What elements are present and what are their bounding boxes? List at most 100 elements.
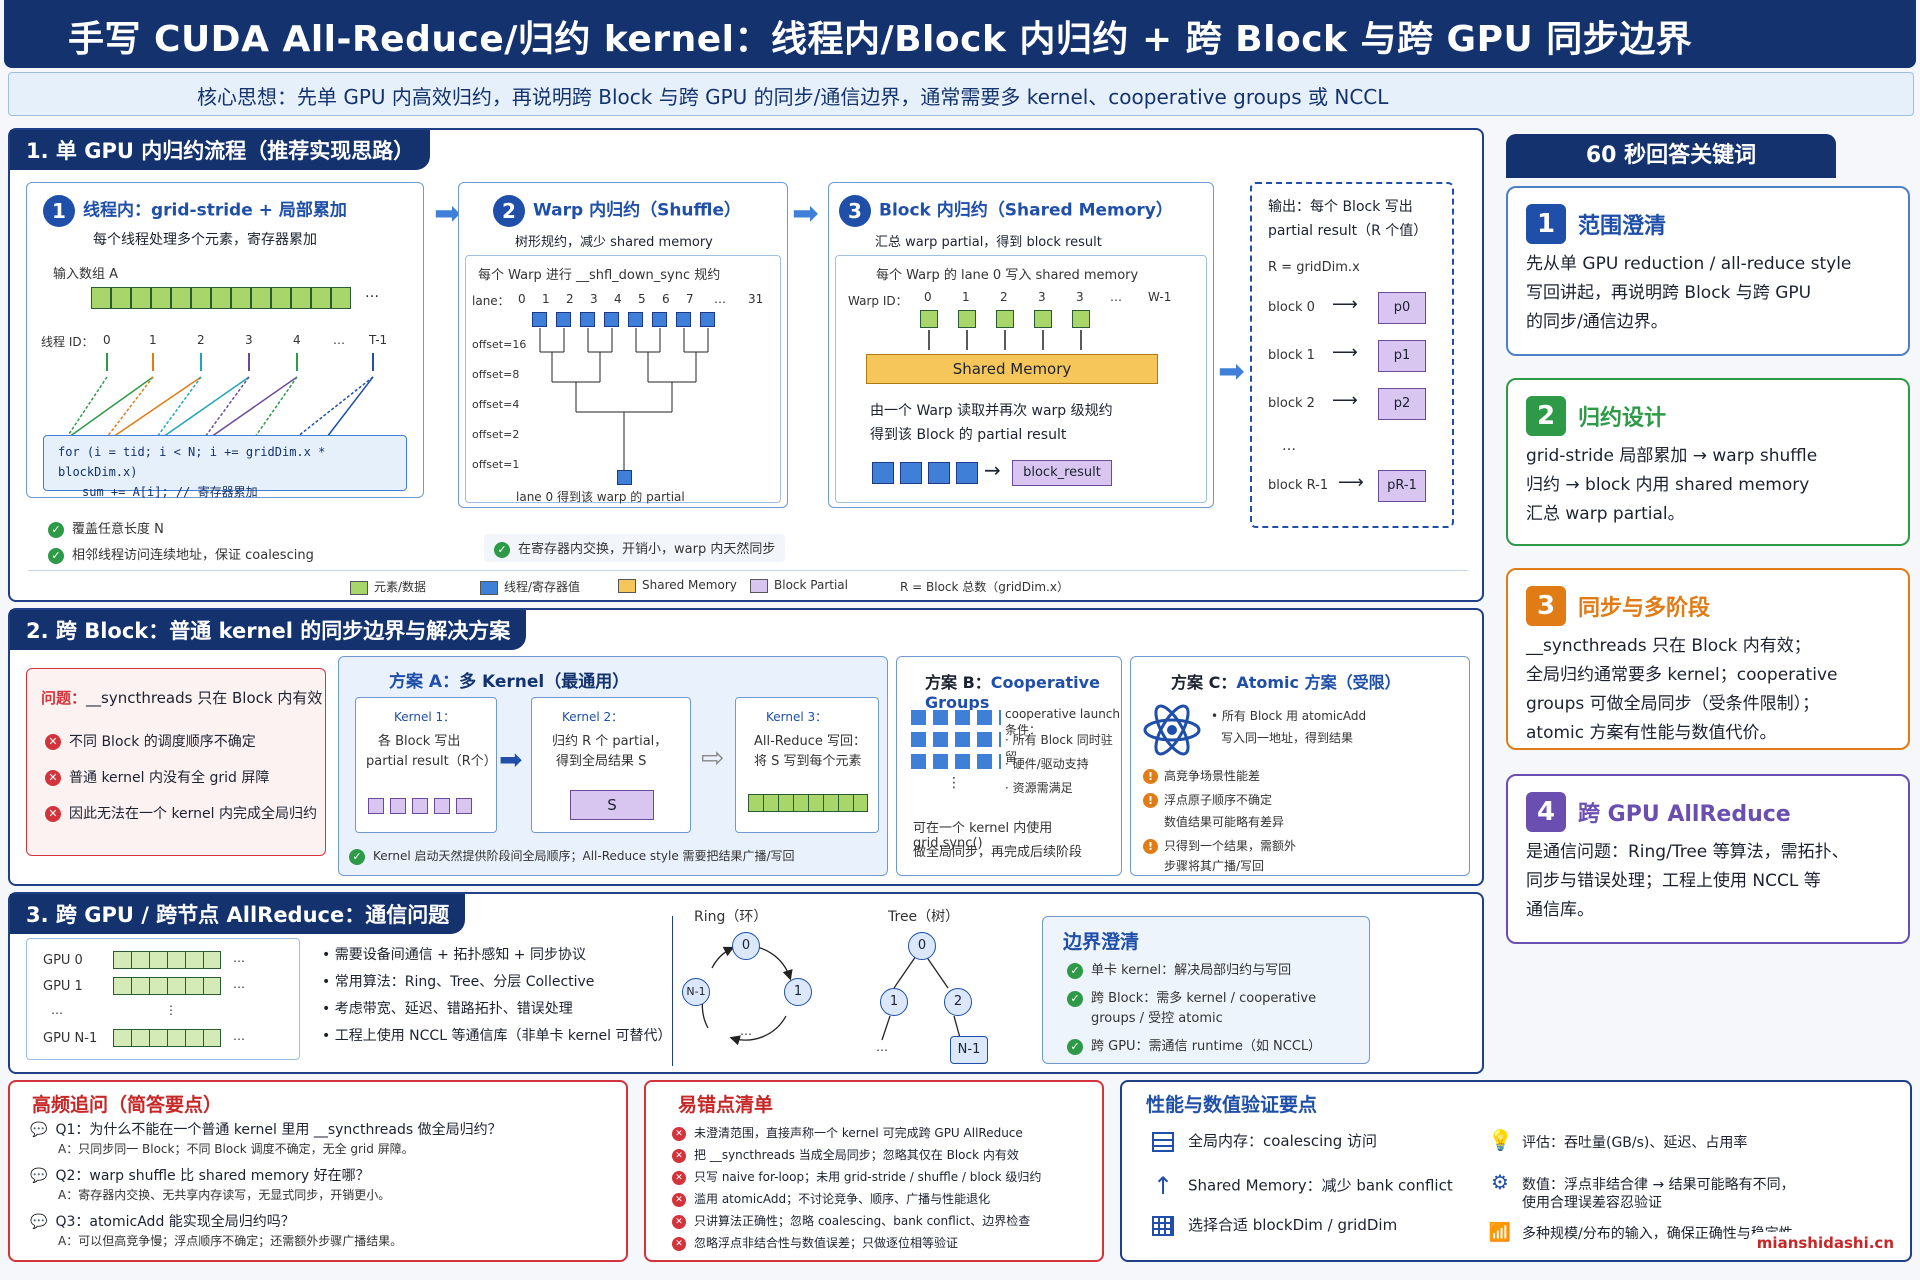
lane-1: 1 (542, 292, 550, 306)
gpu-1-label: GPU 1 (43, 979, 83, 994)
faq-q2: 💬Q2：warp shuffle 比 shared memory 好在哪？ (30, 1168, 370, 1184)
output-block-1: block 1 (1268, 348, 1315, 363)
chat-icon: 💬 (30, 1168, 48, 1184)
cross-icon: ✕ (672, 1192, 686, 1207)
keyword-4-title: 跨 GPU AllReduce (1578, 802, 1791, 827)
step1-number: 1 (43, 195, 75, 227)
block-result-box: block_result (1012, 460, 1112, 486)
kernel1-line2: partial result（R个） (366, 754, 497, 769)
problem-card: 问题：__syncthreads 只在 Block 内有效 ✕不同 Block … (26, 668, 326, 856)
cross-icon: ✕ (672, 1236, 686, 1251)
pitfall-5: ✕只讲算法正确性；忽略 coalescing、bank conflict、边界检… (672, 1210, 1041, 1232)
cross-icon: ✕ (45, 734, 61, 750)
check-icon: ✓ (494, 541, 510, 558)
faq-a2: A：寄存器内交换、无共享内存读写，无显式同步，开销更小。 (58, 1188, 391, 1202)
warp-dots: … (1110, 290, 1122, 304)
perf-right-2b: 使用合理误差容忍验证 (1522, 1195, 1662, 1211)
block-grid-dots: ⋮ (947, 775, 961, 791)
step3-note-2: 得到该 Block 的 partial result (870, 427, 1067, 443)
tid-dots: … (333, 333, 345, 347)
tree-node-2: 2 (944, 988, 972, 1016)
problem-item-3: ✕因此无法在一个 kernel 内完成全局归约 (45, 803, 317, 823)
check-icon: ✓ (349, 848, 365, 865)
ring-label: Ring（环） (694, 909, 768, 925)
tree-node-0: 0 (908, 932, 936, 960)
problem-item-2: ✕普通 kernel 内没有全 grid 屏障 (45, 767, 269, 787)
global-result-s: S (570, 790, 654, 820)
gear-icon: ⚙ (1491, 1170, 1509, 1194)
keyword-1-number: 1 (1526, 204, 1566, 244)
shfl-heading: 每个 Warp 进行 __shfl_down_sync 规约 (478, 268, 721, 283)
step1-title: 线程内：grid-stride + 局部累加 (83, 200, 347, 221)
section-1-heading: 1. 单 GPU 内归约流程（推荐实现思路） (10, 130, 431, 170)
tid-last: T-1 (369, 333, 388, 347)
output-title-1: 输出：每个 Block 写出 (1268, 199, 1413, 215)
gpu-last-label: GPU N-1 (43, 1031, 98, 1046)
legend-note: R = Block 总数（gridDim.x） (900, 580, 1069, 594)
boundary-item-2: ✓跨 Block：需多 kernel / cooperative (1067, 987, 1316, 1007)
atomic-warn-3b: 步骤将其广播/写回 (1164, 859, 1265, 873)
warp-last: W-1 (1148, 290, 1172, 304)
plan-a-label: 方案 A： (389, 672, 460, 692)
keyword-4-line-1: 是通信问题：Ring/Tree 等算法，需拓扑、 (1526, 842, 1849, 862)
boundary-item-3: ✓跨 GPU：需通信 runtime（如 NCCL） (1067, 1035, 1321, 1055)
pitfalls-card: 易错点清单 ✕未澄清范围，直接声称一个 kernel 可完成跨 GPU AllR… (644, 1080, 1104, 1262)
code-line-2: sum += A[i]; // 寄存器累加 (82, 485, 258, 499)
section-2: 2. 跨 Block：普通 kernel 的同步边界与解决方案 问题：__syn… (8, 608, 1484, 886)
kernel3-line2: 将 S 写到每个元素 (754, 754, 862, 769)
keyword-1-line-3: 的同步/通信边界。 (1526, 312, 1668, 332)
step2-check: ✓在寄存器内交换，开销小，warp 内天然同步 (484, 534, 786, 562)
step2-number: 2 (493, 195, 525, 227)
tid-3: 3 (245, 333, 253, 347)
plan-b-label: 方案 B： (925, 673, 991, 692)
keywords-header: 60 秒回答关键词 (1506, 134, 1836, 178)
plan-c-title: Atomic 方案（受限） (1236, 673, 1401, 692)
s3-bullet-3: • 考虑带宽、延迟、错路拓扑、错误处理 (322, 1001, 573, 1017)
atomic-warn-3: !只得到一个结果，需额外 (1143, 837, 1296, 854)
ring-node-1: 1 (784, 978, 812, 1006)
check-icon: ✓ (1067, 1038, 1083, 1055)
warp-id-label: Warp ID： (848, 294, 908, 308)
perf-right-2: ⚙数值：浮点非结合律 → 结果可能略有不同， (1488, 1170, 1795, 1194)
keyword-4-line-2: 同步与错误处理；工程上使用 NCCL 等 (1526, 871, 1821, 891)
lane-2: 2 (566, 292, 574, 306)
problem-item-1: ✕不同 Block 的调度顺序不确定 (45, 731, 256, 751)
block-reduce-panel: 每个 Warp 的 lane 0 写入 shared memory Warp I… (835, 255, 1207, 503)
input-array (91, 287, 351, 309)
boundary-card: 边界澄清 ✓单卡 kernel：解决局部归约与写回 ✓跨 Block：需多 ke… (1042, 916, 1370, 1064)
cross-icon: ✕ (672, 1126, 686, 1141)
kernel2-box: Kernel 2： 归约 R 个 partial， 得到全局结果 S S (531, 697, 691, 833)
atomic-warn-1: !高竞争场景性能差 (1143, 767, 1260, 784)
perf-right-1: 💡评估：吞吐量(GB/s)、延迟、占用率 (1488, 1128, 1748, 1152)
warning-icon: ! (1143, 839, 1158, 854)
check-icon: ✓ (48, 547, 64, 564)
faq-card: 高频追问（简答要点） 💬Q1：为什么不能在一个普通 kernel 里用 __sy… (8, 1080, 628, 1262)
writeback-array (748, 794, 868, 812)
keyword-3-title: 同步与多阶段 (1578, 596, 1711, 621)
perf-card: 性能与数值验证要点 全局内存：coalescing 访问 ↑Shared Mem… (1120, 1080, 1912, 1262)
warp-4: 3 (1076, 290, 1084, 304)
plan-c-card: 方案 C：Atomic 方案（受限） • 所有 Block 用 atomicAd… (1130, 656, 1470, 876)
gpu-1-dots: … (233, 977, 245, 991)
output-block-last: block R-1 (1268, 478, 1329, 493)
step3-desc: 汇总 warp partial，得到 block result (875, 235, 1102, 250)
smem-heading: 每个 Warp 的 lane 0 写入 shared memory (876, 268, 1139, 283)
grid-icon (1152, 1215, 1174, 1236)
s3-divider (672, 916, 673, 1066)
offset-2: offset=2 (472, 428, 520, 441)
table-icon (1152, 1131, 1174, 1152)
lane-6: 6 (662, 292, 670, 306)
step3-number: 3 (839, 195, 871, 227)
plan-b-card: 方案 B：Cooperative Groups ⋮ cooperative la… (896, 656, 1122, 876)
warp-shuffle-panel: 每个 Warp 进行 __shfl_down_sync 规约 lane： 0 1… (465, 255, 781, 504)
output-r: R = gridDim.x (1268, 260, 1360, 275)
perf-left-3: 选择合适 blockDim / gridDim (1152, 1214, 1397, 1236)
keyword-1-title: 范围澄清 (1578, 214, 1667, 239)
grid-stride-arrows (66, 353, 374, 438)
offset-4: offset=4 (472, 398, 520, 411)
warning-icon: ! (1143, 769, 1158, 784)
lane-7: 7 (686, 292, 694, 306)
pitfall-1: ✕未澄清范围，直接声称一个 kernel 可完成跨 GPU AllReduce (672, 1122, 1041, 1144)
block-grid-icon (911, 703, 1001, 769)
